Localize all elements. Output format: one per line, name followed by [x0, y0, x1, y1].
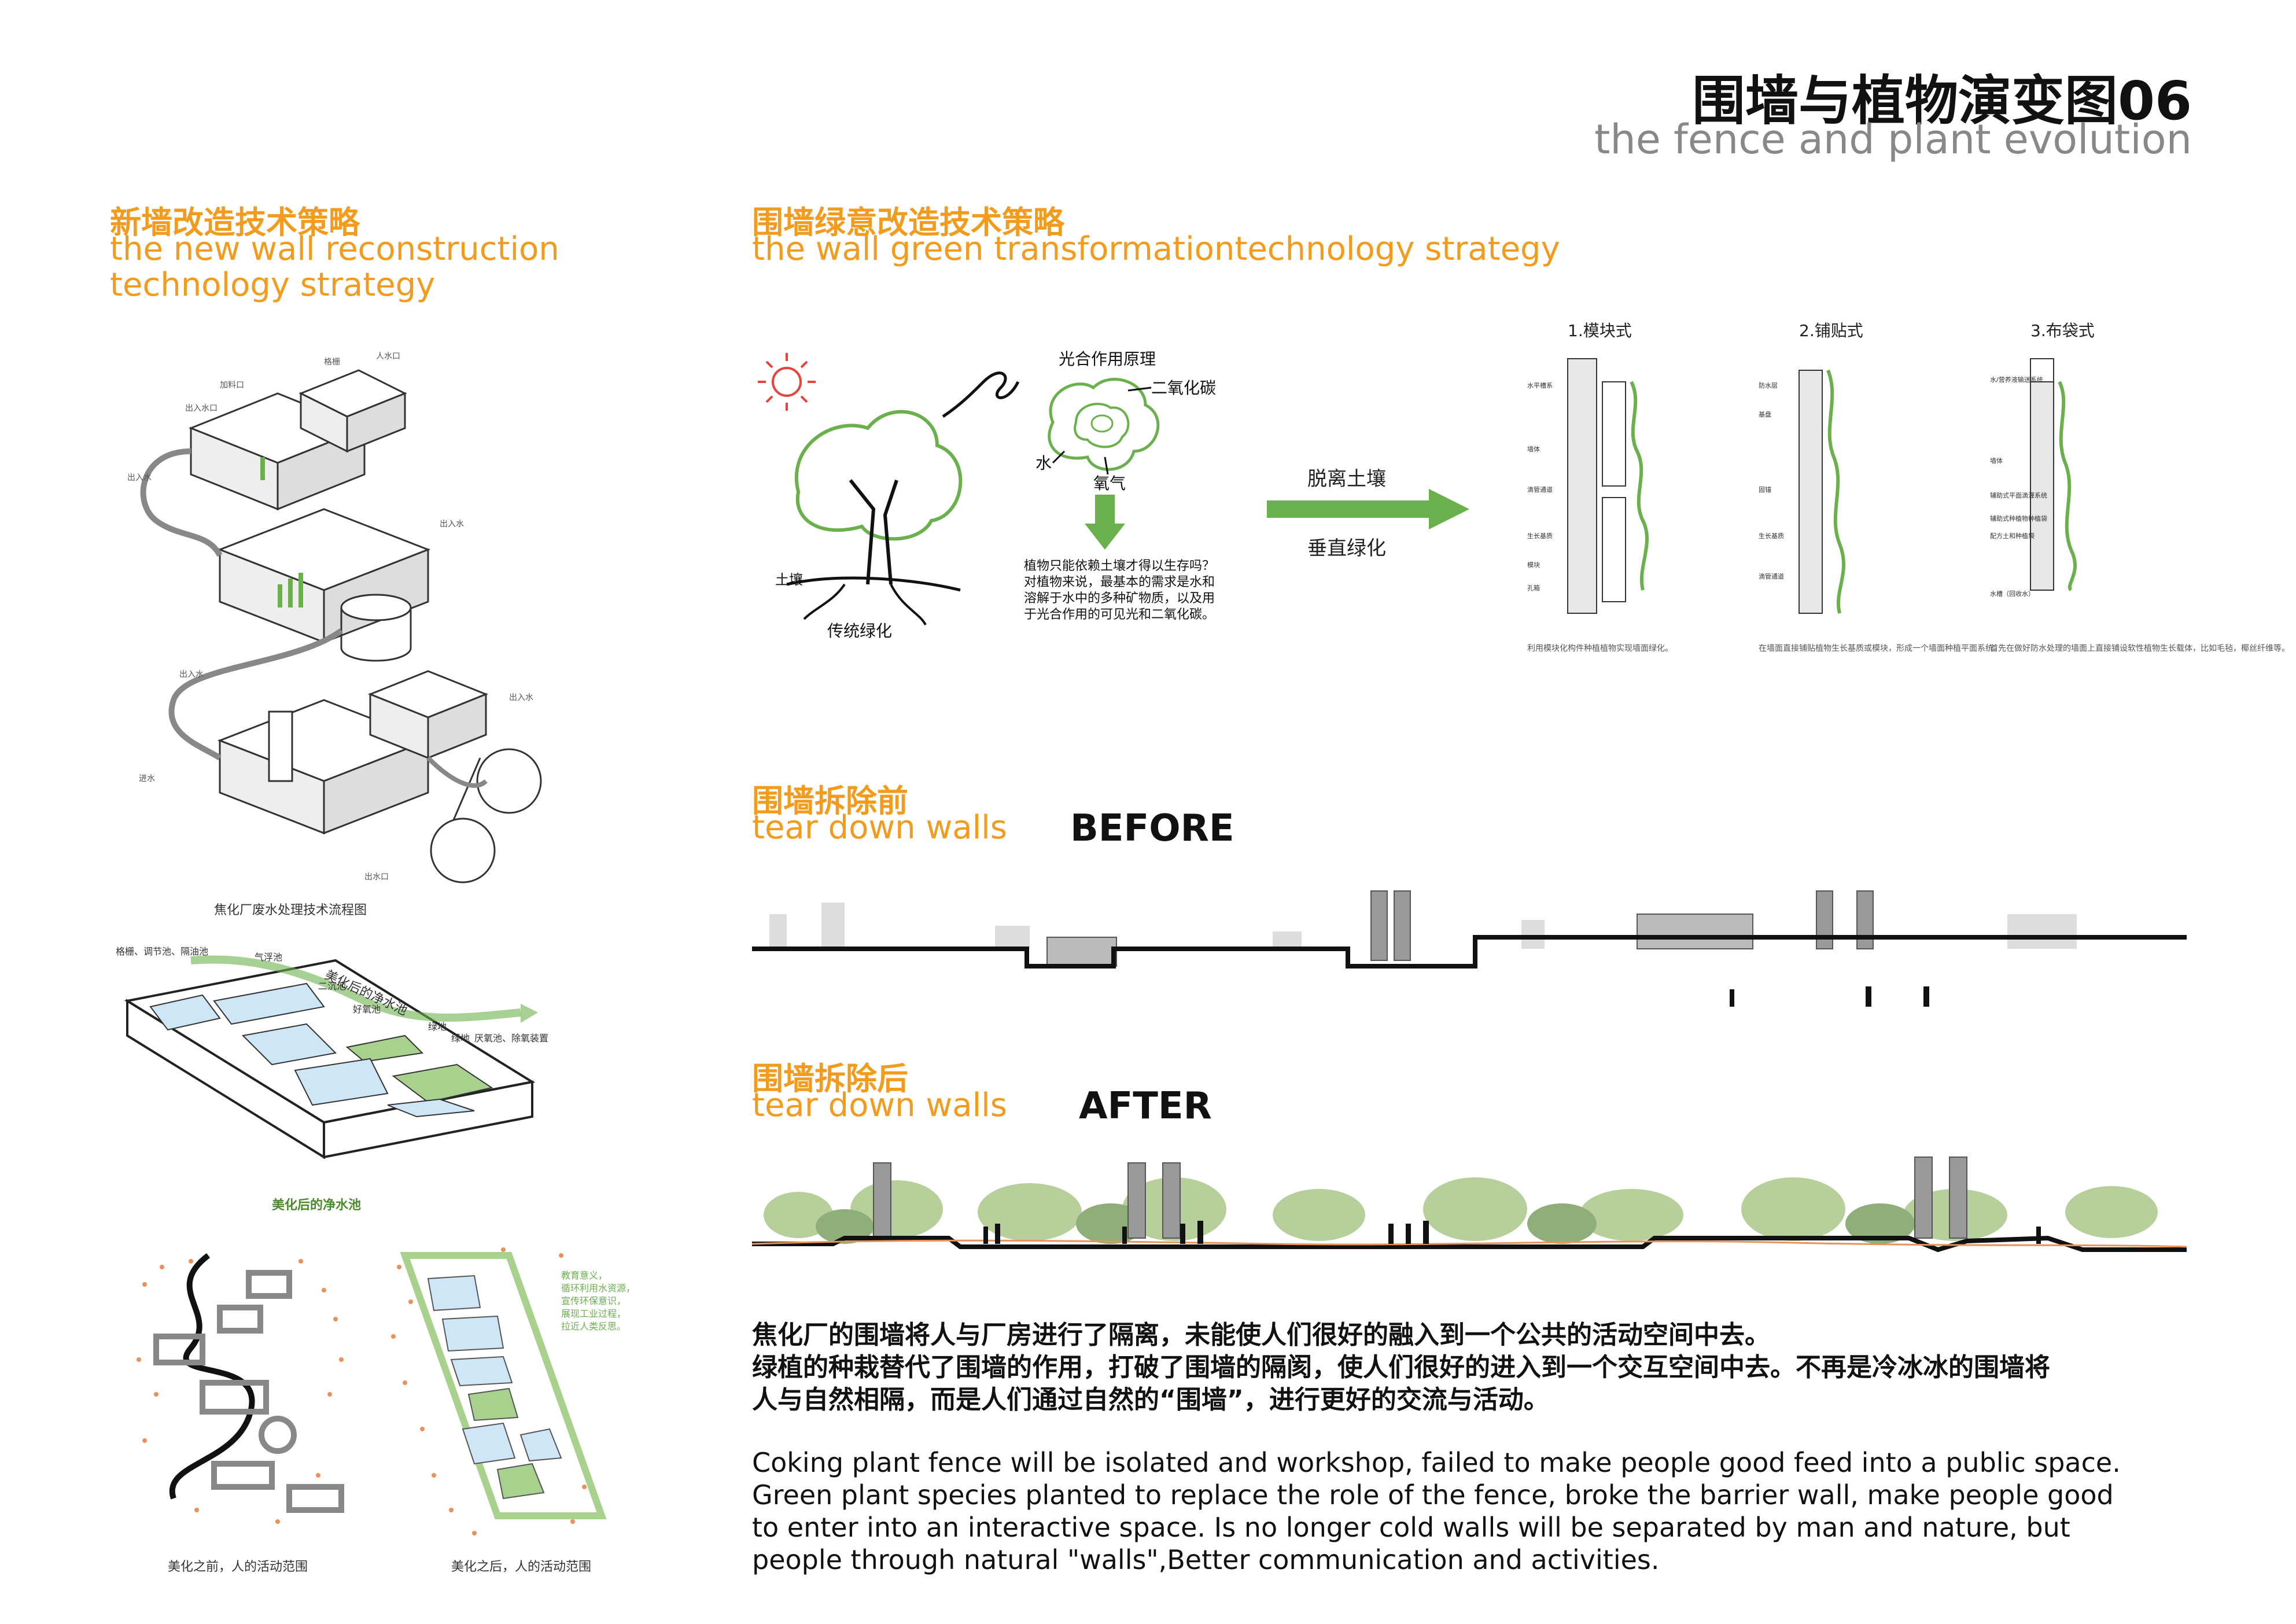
left-section-title-en-1: the new wall reconstruction [110, 230, 559, 268]
method-1-title: 1.模块式 [1568, 321, 1632, 340]
svg-text:水平槽系: 水平槽系 [1527, 382, 1553, 389]
svg-text:加料口: 加料口 [220, 381, 244, 390]
co2-label: 二氧化碳 [1151, 378, 1216, 397]
left-section-title-en-2: technology strategy [110, 266, 436, 304]
description-en-line-0: Coking plant fence will be isolated and … [752, 1447, 2121, 1478]
right-section-title-cn: 围墙绿意改造技术策略 [752, 204, 1064, 241]
svg-text:出入水: 出入水 [440, 520, 464, 529]
svg-text:孔箱: 孔箱 [1527, 584, 1540, 592]
page-subtitle: the fence and plant evolution [1594, 116, 2192, 163]
description-cn-line-0: 焦化厂的围墙将人与厂房进行了隔离，未能使人们很好的融入到一个公共的活动空间中去。 [752, 1320, 1770, 1350]
description-cn-line-2: 人与自然相隔，而是人们通过自然的“围墙”，进行更好的交流与活动。 [752, 1385, 1549, 1415]
before-label: BEFORE [1070, 807, 1234, 850]
svg-text:滴管通道: 滴管通道 [1759, 572, 1784, 580]
after-note-1: 循环利用水资源， [561, 1283, 631, 1294]
process-diagram-caption: 焦化厂废水处理技术流程图 [214, 903, 367, 918]
svg-text:出入水口: 出入水口 [185, 404, 218, 413]
after-title-cn: 围墙拆除后 [752, 1060, 908, 1097]
traditional-label: 传统绿化 [827, 621, 892, 640]
svg-text:生长基质: 生长基质 [1759, 532, 1784, 540]
after-section-elevation [752, 1157, 2187, 1253]
question-line-3: 于光合作用的可见光和二氧化碳。 [1024, 607, 1215, 622]
clean-pool-diagram: 美化后的净水池 格栅、调节池、隔油池 气浮池 二沉池 好氧池 绿地 绿地 厌氧池… [116, 946, 548, 1159]
svg-text:出水口: 出水口 [364, 872, 389, 882]
after-label: AFTER [1079, 1085, 1212, 1128]
before-title-cn: 围墙拆除前 [752, 783, 908, 819]
method-2-note: 在墙面直接铺贴植物生长基质或模块，形成一个墙面种植平面系统。 [1759, 644, 2002, 653]
svg-text:配方土和种植袋: 配方土和种植袋 [1990, 532, 2035, 540]
right-section-title-en: the wall green transformationtechnology … [752, 230, 1560, 268]
pool-label-0: 格栅、调节池、隔油池 [116, 946, 208, 957]
pool-label-6: 厌氧池、除氧装置 [474, 1033, 548, 1044]
arrow-bottom-label: 垂直绿化 [1307, 537, 1386, 560]
question-line-1: 对植物来说，最基本的需求是水和 [1024, 575, 1215, 590]
after-title-en: tear down walls [752, 1087, 1007, 1124]
vertical-greening-methods: 1.模块式 2.铺贴式 3.布袋式 水平槽系墙体滴管通道 生长基质模块孔箱 防水… [1516, 318, 2290, 688]
photosynthesis-diagram: 光合作用原理 二氧化碳 水 氧气 土壤 传统绿化 植物只能依赖土壤才得以生存吗？… [758, 349, 1216, 640]
svg-text:滴管通道: 滴管通道 [1527, 485, 1553, 494]
sun-icon [758, 353, 816, 411]
description-cn-line-1: 绿植的种栽替代了围墙的作用，打破了围墙的隔阂，使人们很好的进入到一个交互空间中去… [752, 1353, 2050, 1382]
pool-label-5: 绿地 [451, 1033, 470, 1044]
activity-before-diagram [137, 1253, 344, 1524]
svg-text:人水口: 人水口 [376, 352, 400, 361]
method-3-title: 3.布袋式 [2030, 321, 2095, 340]
description-en-line-1: Green plant species planted to replace t… [752, 1479, 2114, 1511]
question-line-2: 溶解于水中的多种矿物质，以及用 [1024, 591, 1215, 606]
after-note-2: 宣传环保意识， [561, 1295, 626, 1306]
left-section-title-cn: 新墙改造技术策略 [110, 204, 360, 241]
svg-text:辅助式平面滴灌系统: 辅助式平面滴灌系统 [1990, 491, 2047, 499]
svg-text:固锚: 固锚 [1759, 485, 1771, 494]
before-section-elevation [752, 890, 2187, 1007]
after-note-4: 拉近人类反思。 [561, 1321, 626, 1332]
pool-label-4: 绿地 [428, 1021, 447, 1032]
svg-text:墙体: 墙体 [1990, 456, 2003, 465]
before-activity-caption: 美化之前，人的活动范围 [168, 1560, 308, 1574]
svg-text:模块: 模块 [1527, 561, 1540, 569]
method-2-title: 2.铺贴式 [1799, 321, 1863, 340]
svg-text:墙体: 墙体 [1527, 445, 1540, 453]
description-en: Coking plant fence will be isolated and … [752, 1446, 2121, 1576]
description-en-line-3: people through natural "walls",Better co… [752, 1544, 1660, 1575]
method-3-note: 首先在做好防水处理的墙面上直接铺设软性植物生长载体，比如毛毡，椰丝纤维等。 [1990, 644, 2290, 653]
description-cn: 焦化厂的围墙将人与厂房进行了隔离，未能使人们很好的融入到一个公共的活动空间中去。… [752, 1319, 2050, 1416]
svg-text:出入水: 出入水 [509, 693, 533, 702]
before-title-en: tear down walls [752, 809, 1007, 846]
svg-text:格栅: 格栅 [324, 358, 340, 367]
pool-label-3: 好氧池 [353, 1004, 381, 1015]
photosynthesis-label: 光合作用原理 [1059, 349, 1156, 369]
svg-text:进水: 进水 [139, 774, 155, 783]
svg-text:水槽（回收水）: 水槽（回收水） [1990, 590, 2035, 598]
pool-caption: 美化后的净水池 [272, 1198, 362, 1213]
description-en-line-2: to enter into an interactive space. Is n… [752, 1512, 2070, 1543]
activity-after-diagram: 教育意义， 循环利用水资源， 宣传环保意识， 展现工业过程， 拉近人类反思。 [391, 1247, 631, 1535]
method-1-note: 利用模块化构件种植植物实现墙面绿化。 [1527, 644, 1673, 653]
svg-text:生长基质: 生长基质 [1527, 532, 1553, 540]
after-activity-caption: 美化之后，人的活动范围 [451, 1560, 592, 1574]
arrow-top-label: 脱离土壤 [1307, 467, 1386, 491]
right-arrow-icon [1267, 489, 1469, 529]
svg-text:水/营养液输送系统: 水/营养液输送系统 [1990, 375, 2043, 384]
after-note-3: 展现工业过程， [561, 1308, 626, 1319]
page-title: 围墙与植物演变图06 [1691, 70, 2192, 132]
after-note-0: 教育意义， [561, 1270, 607, 1281]
oxygen-label: 氧气 [1093, 474, 1126, 493]
svg-text:基盘: 基盘 [1759, 410, 1771, 418]
water-label: 水 [1035, 454, 1052, 473]
svg-text:出入水: 出入水 [179, 670, 204, 679]
soil-label: 土壤 [775, 572, 803, 588]
svg-text:辅助式种植物种植袋: 辅助式种植物种植袋 [1990, 514, 2047, 522]
pool-label-1: 气浮池 [255, 952, 282, 963]
question-line-0: 植物只能依赖土壤才得以生存吗？ [1024, 559, 1215, 573]
pool-label-2: 二沉池 [318, 981, 346, 992]
svg-text:防水层: 防水层 [1759, 381, 1778, 389]
svg-text:出入水: 出入水 [127, 473, 152, 483]
